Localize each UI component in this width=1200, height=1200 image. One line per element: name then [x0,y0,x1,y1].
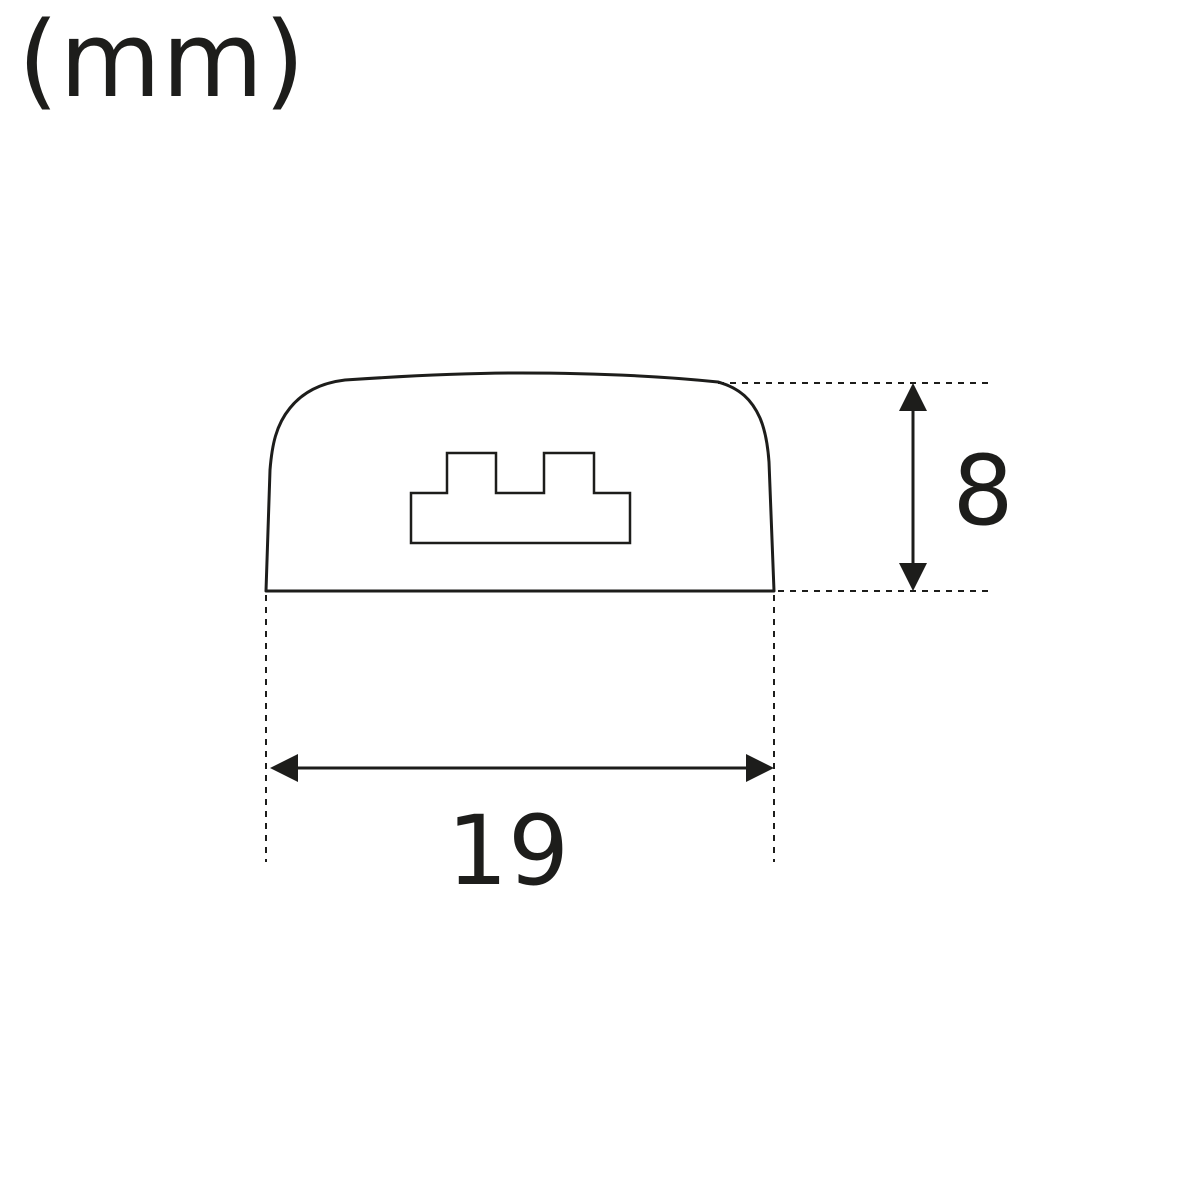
height-label: 8 [952,435,1013,547]
width-arrow-left [270,754,298,782]
height-arrow-up [899,383,927,411]
width-label: 19 [447,795,569,907]
profile-outline [264,371,776,593]
height-arrow-down [899,563,927,591]
width-arrow-right [746,754,774,782]
inner-slot [409,451,632,545]
unit-label: (mm) [18,0,306,121]
